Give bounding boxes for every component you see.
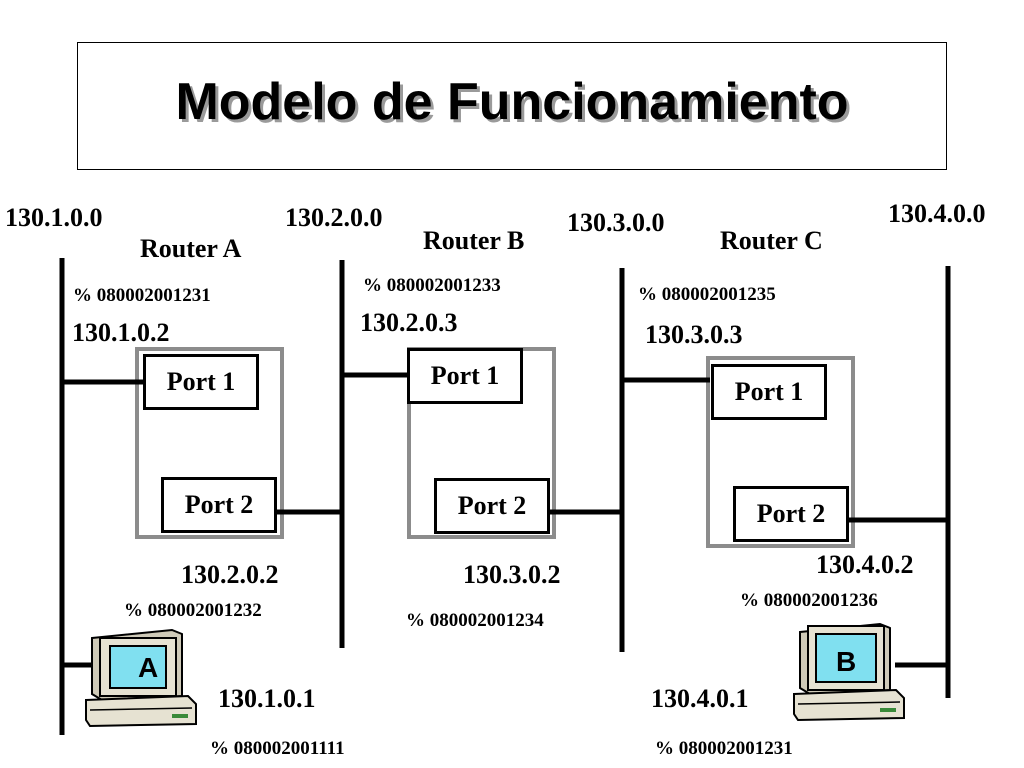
host-b-letter: B bbox=[836, 646, 857, 677]
router-b-port2: Port 2 bbox=[434, 478, 550, 534]
router-c-port1-ip: 130.3.0.3 bbox=[645, 320, 743, 349]
router-c-port1: Port 1 bbox=[711, 364, 827, 420]
network-4-label: 130.4.0.0 bbox=[888, 199, 986, 228]
router-a-port1-mac: % 080002001231 bbox=[73, 285, 211, 306]
router-b-name: Router B bbox=[423, 226, 525, 255]
network-1-label: 130.1.0.0 bbox=[5, 203, 103, 232]
router-a-box bbox=[135, 347, 284, 539]
router-c-port1-mac: % 080002001235 bbox=[638, 284, 776, 305]
network-3-label: 130.3.0.0 bbox=[567, 208, 665, 237]
host-a-mac: % 080002001111 bbox=[210, 738, 345, 759]
router-a-port1: Port 1 bbox=[143, 354, 259, 410]
router-a-name: Router A bbox=[140, 234, 242, 263]
page-title: Modelo de Funcionamiento bbox=[175, 73, 849, 131]
router-a-port1-ip: 130.1.0.2 bbox=[72, 318, 170, 347]
host-b-ip: 130.4.0.1 bbox=[651, 684, 749, 713]
host-a-letter: A bbox=[138, 652, 159, 683]
router-a-port2: Port 2 bbox=[161, 477, 277, 533]
host-a-computer-icon: A bbox=[84, 628, 200, 728]
router-b-port1-mac: % 080002001233 bbox=[363, 275, 501, 296]
network-2-label: 130.2.0.0 bbox=[285, 203, 383, 232]
title-box bbox=[77, 42, 947, 170]
host-a-ip: 130.1.0.1 bbox=[218, 684, 316, 713]
host-b-computer-icon: B bbox=[792, 622, 908, 722]
router-c-port2: Port 2 bbox=[733, 486, 849, 542]
router-c-name: Router C bbox=[720, 226, 823, 255]
host-b-mac: % 080002001231 bbox=[655, 738, 793, 759]
router-b-port1: Port 1 bbox=[407, 348, 523, 404]
router-c-port2-mac: % 080002001236 bbox=[740, 590, 878, 611]
router-b-port2-ip: 130.3.0.2 bbox=[463, 560, 561, 589]
router-c-box bbox=[706, 356, 855, 548]
router-b-port2-mac: % 080002001234 bbox=[406, 610, 544, 631]
router-a-port2-mac: % 080002001232 bbox=[124, 600, 262, 621]
router-c-port2-ip: 130.4.0.2 bbox=[816, 550, 914, 579]
router-a-port2-ip: 130.2.0.2 bbox=[181, 560, 279, 589]
router-b-port1-ip: 130.2.0.3 bbox=[360, 308, 458, 337]
